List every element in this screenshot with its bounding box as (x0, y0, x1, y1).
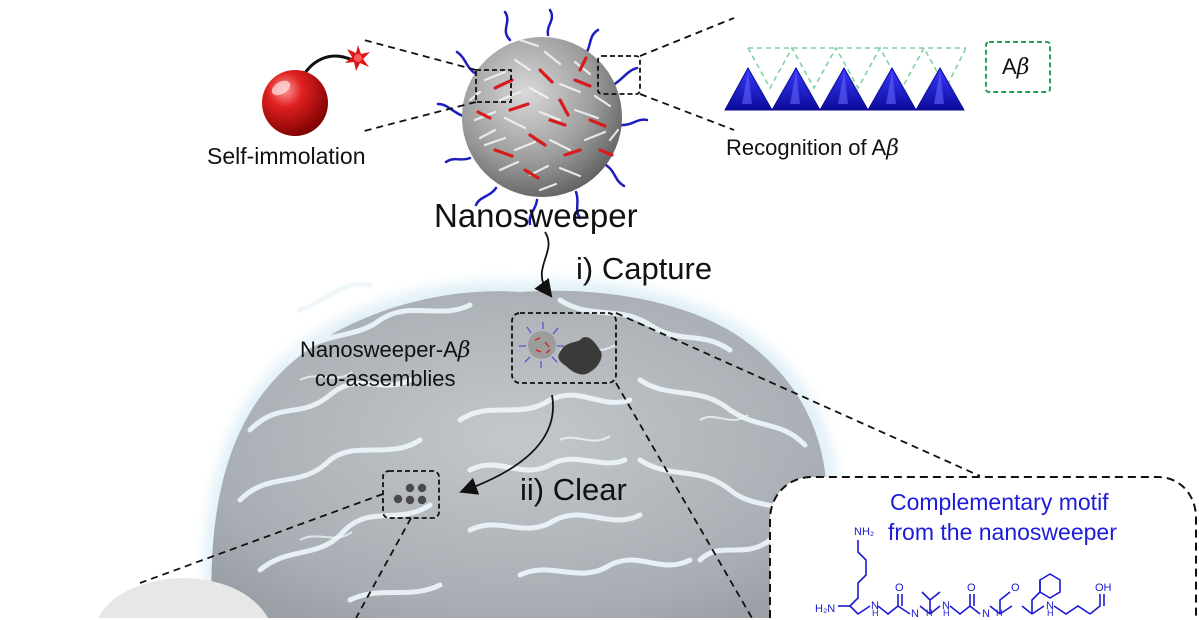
capture-label: i) Capture (576, 251, 712, 287)
self-immolation-label: Self-immolation (207, 143, 366, 170)
chem-o1: O (895, 582, 904, 594)
chem-h4: H (926, 608, 933, 618)
motif-line1: Complementary motif (890, 489, 1109, 515)
capture-arrow (534, 231, 553, 298)
abeta-legend-beta: β (1016, 55, 1030, 80)
abeta-legend-box (985, 41, 1051, 93)
chem-h1: H (872, 608, 879, 618)
peptide-structure (838, 540, 1105, 616)
nanosweeper-particle (436, 8, 649, 226)
nanosweeper-title: Nanosweeper (434, 197, 638, 235)
coassembly-zoom-lines (615, 312, 981, 618)
coassembly-box (511, 312, 617, 384)
motif-title: Complementary motif from the nanosweeper (888, 487, 1117, 547)
chem-n1: N (871, 600, 879, 612)
chem-h3: H (1047, 608, 1054, 618)
clear-text: ii) Clear (520, 472, 627, 507)
chem-h2: H (943, 608, 950, 618)
chem-oh: OH (1095, 582, 1112, 594)
capture-text: i) Capture (576, 251, 713, 286)
bomb-icon (262, 45, 370, 136)
chem-h2n: H₂N (815, 603, 836, 615)
bottom-left-sphere (98, 578, 268, 618)
recognition-motif (724, 41, 1051, 111)
motif-line2: from the nanosweeper (888, 519, 1117, 545)
coassembly-line2: co-assemblies (314, 366, 456, 391)
chem-nh2-top: NH₂ (854, 526, 875, 538)
recognition-text: Recognition of A (726, 135, 887, 160)
chem-n5: N (1046, 600, 1054, 612)
clear-label: ii) Clear (520, 472, 627, 508)
motif-detail-panel (769, 476, 1197, 618)
abeta-legend-a: A (1002, 54, 1017, 79)
abeta-legend-label: Aβ (1002, 54, 1029, 80)
chem-n4: N (982, 608, 990, 620)
coassembly-line1-beta: β (457, 338, 471, 363)
coassembly-label: Nanosweeper-Aβ co-assemblies (300, 336, 470, 393)
nanosweeper-text: Nanosweeper (434, 197, 638, 234)
zoom-box-left (475, 69, 512, 103)
recognition-label: Recognition of Aβ (726, 135, 899, 161)
chem-n3: N (942, 600, 950, 612)
chem-o2: O (967, 582, 976, 594)
zoom-box-right (597, 55, 641, 95)
chem-n2: N (911, 608, 919, 620)
clear-arrow (459, 394, 554, 495)
coassembly-line1-a: Nanosweeper-A (300, 337, 458, 362)
chem-o3: O (1011, 582, 1020, 594)
chem-h5: H (996, 608, 1003, 618)
self-immolation-text: Self-immolation (207, 143, 366, 169)
zoom-lines (363, 17, 735, 132)
recognition-beta: β (886, 136, 899, 161)
coassembly-line1: Nanosweeper-Aβ (300, 336, 470, 365)
brain-illustration (204, 280, 838, 618)
